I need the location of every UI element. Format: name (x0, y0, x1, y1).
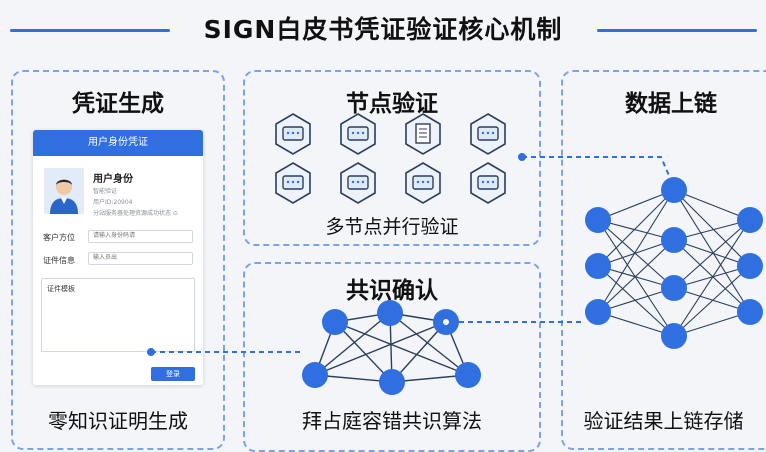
avatar (44, 168, 84, 214)
onchain-node (661, 227, 687, 253)
diagram-graphics (147, 113, 763, 395)
connector-dot (147, 348, 155, 356)
server-icon (405, 162, 441, 204)
onchain-node (585, 253, 611, 279)
onchain-network-links (597, 189, 751, 337)
node-verification-title: 节点验证 (346, 91, 438, 117)
meta-line: 分站服务器处理资源成功状态 ⊙ (93, 210, 178, 217)
connector-dot (518, 153, 526, 161)
consensus-node (455, 362, 481, 388)
onchain-node (661, 275, 687, 301)
onchain-node (661, 177, 687, 203)
field-label: 证件信息 (43, 256, 75, 265)
consensus-node (379, 369, 405, 395)
consensus-node (322, 309, 348, 335)
onchain-node (585, 207, 611, 233)
page-title: SIGN白皮书凭证验证核心机制 (203, 15, 563, 44)
node-verification-caption: 多节点并行验证 (325, 216, 459, 238)
login-button[interactable]: 登录 (151, 367, 195, 381)
onchain-caption: 验证结果上链存储 (583, 409, 744, 433)
title-rule-left (10, 29, 170, 32)
onchain-node (737, 253, 763, 279)
server-icon (275, 113, 311, 155)
server-icon (340, 162, 376, 204)
server-icon (470, 162, 506, 204)
onchain-node (737, 299, 763, 325)
form-header: 用户身份凭证 (33, 130, 203, 156)
consensus-node (377, 300, 403, 326)
onchain-node (585, 299, 611, 325)
server-icon (470, 113, 506, 155)
server-icon (340, 113, 376, 155)
field-label: 客户方位 (43, 233, 75, 242)
user-name: 用户身份 (93, 174, 133, 185)
credential-form-card: 用户身份凭证 用户身份 智能验证 用户ID:20904 分站服务器处理资源成功状… (33, 130, 203, 385)
server-icon (275, 162, 311, 204)
user-avatar-icon (50, 179, 78, 214)
credential-caption: 零知识证明生成 (48, 409, 188, 433)
consensus-caption: 拜占庭容错共识算法 (302, 409, 482, 433)
consensus-node (302, 362, 328, 388)
certificate-template-area[interactable]: 证件模板 (41, 278, 195, 352)
onchain-panel-title: 数据上链 (625, 91, 717, 117)
credential-panel-title: 凭证生成 (72, 91, 164, 117)
textarea-label: 证件模板 (47, 285, 75, 293)
consensus-node-port (443, 319, 449, 325)
meta-line: 用户ID:20904 (93, 199, 133, 206)
client-location-input[interactable] (88, 230, 193, 243)
title-rule-right (597, 29, 757, 32)
onchain-node (737, 207, 763, 233)
connector-verification-to-chain (522, 156, 671, 179)
onchain-node (661, 323, 687, 349)
consensus-panel-title: 共识确认 (346, 278, 438, 304)
document-icon (405, 113, 441, 155)
meta-line: 智能验证 (93, 188, 118, 195)
certificate-info-input[interactable] (88, 252, 193, 265)
